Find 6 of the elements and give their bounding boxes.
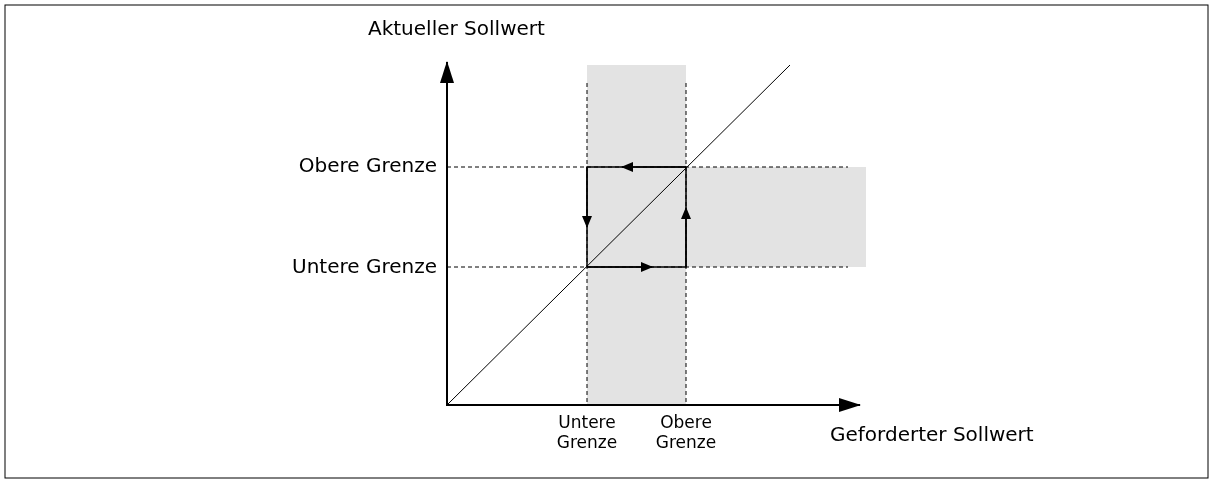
tick-label: Untere Grenze [555,412,619,453]
tick-label: Obere Grenze [654,412,718,453]
axis-title: Aktueller Sollwert [368,16,545,40]
axis-title: Geforderter Sollwert [830,422,1034,446]
tick-label: Untere Grenze [292,254,437,278]
tick-label: Obere Grenze [298,153,437,177]
